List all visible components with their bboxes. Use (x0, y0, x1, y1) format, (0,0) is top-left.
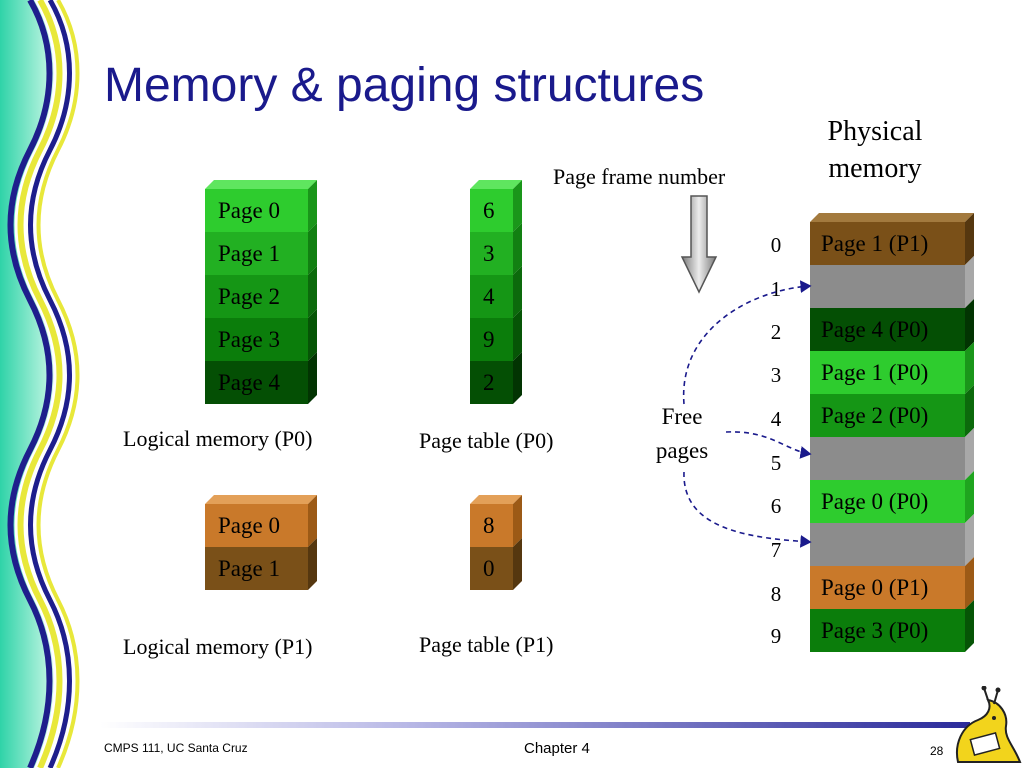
physical-memory-title: Physical memory (800, 113, 950, 187)
logical-page-block: Page 4 (205, 352, 317, 404)
banana-slug-logo-icon (956, 686, 1022, 763)
arrow-to-frame-5 (725, 431, 812, 459)
logical-page-block: Page 1 (205, 223, 317, 275)
physical-frame: Page 2 (P0) (810, 385, 974, 437)
page-table-entry: 2 (470, 352, 522, 404)
logical-page-label: Page 1 (205, 547, 308, 590)
decorative-wave-border (0, 0, 80, 768)
frame-index: 3 (770, 363, 782, 387)
page-table-entry: 9 (470, 309, 522, 361)
page-table-frame-number: 3 (470, 232, 513, 275)
frame-index: 0 (770, 233, 782, 257)
physical-frame-free (810, 428, 974, 480)
page-table-frame-number: 2 (470, 361, 513, 404)
logical-page-label: Page 0 (205, 504, 308, 547)
page-table-entry: 8 (470, 495, 522, 547)
frame-index: 2 (770, 320, 782, 344)
physical-frame-label: Page 4 (P0) (810, 308, 965, 351)
footer-course: CMPS 111, UC Santa Cruz (104, 741, 248, 755)
physical-frame-label: Page 3 (P0) (810, 609, 965, 652)
page-table-p0-label: Page table (P0) (419, 428, 554, 453)
logical-page-block: Page 1 (205, 538, 317, 590)
page-table-frame-number: 0 (470, 547, 513, 590)
footer-page-number: 28 (930, 744, 944, 758)
frame-index: 8 (770, 582, 782, 606)
physical-memory-title-line1: Physical (827, 116, 923, 147)
page-table-frame-number: 8 (470, 504, 513, 547)
physical-frame-label (810, 437, 965, 480)
frame-index: 7 (770, 538, 782, 562)
physical-frame: Page 0 (P0) (810, 471, 974, 523)
physical-frame: Page 3 (P0) (810, 600, 974, 652)
frame-index: 6 (770, 494, 782, 518)
physical-memory-stack: Page 1 (P1) Page 4 (P0) Page 1 (P0) Page… (810, 213, 974, 652)
physical-frame-label (810, 523, 965, 566)
frame-index: 1 (770, 277, 782, 301)
down-arrow-icon (680, 195, 718, 294)
physical-memory-title-line2: memory (828, 153, 922, 184)
page-table-entry: 6 (470, 180, 522, 232)
logical-page-block: Page 0 (205, 495, 317, 547)
physical-frame: Page 0 (P1) (810, 557, 974, 609)
page-frame-number-label: Page frame number (553, 164, 726, 189)
physical-frame-label (810, 265, 965, 308)
page-table-entry: 3 (470, 223, 522, 275)
page-table-entry: 4 (470, 266, 522, 318)
free-pages-label-line2: pages (655, 438, 709, 463)
frame-index: 4 (770, 407, 782, 431)
physical-frame-label: Page 1 (P1) (810, 222, 965, 265)
frame-index: 9 (770, 624, 782, 648)
physical-frame: Page 1 (P0) (810, 342, 974, 394)
physical-frame-label: Page 0 (P1) (810, 566, 965, 609)
logical-memory-p0-stack: Page 0 Page 1 Page 2 Page 3 Page 4 (205, 180, 317, 404)
logical-page-label: Page 1 (205, 232, 308, 275)
page-table-frame-number: 6 (470, 189, 513, 232)
free-pages-label: Free pages (640, 400, 724, 468)
physical-frame-label: Page 2 (P0) (810, 394, 965, 437)
physical-frame-free (810, 514, 974, 566)
page-table-entry: 0 (470, 538, 522, 590)
physical-frame: Page 1 (P1) (810, 213, 974, 265)
logical-page-label: Page 2 (205, 275, 308, 318)
logical-page-block: Page 0 (205, 180, 317, 232)
slide-title: Memory & paging structures (104, 59, 705, 112)
logical-memory-p0-label: Logical memory (P0) (123, 426, 313, 451)
arrow-to-frame-7 (683, 471, 812, 548)
physical-frame-label: Page 1 (P0) (810, 351, 965, 394)
logical-page-label: Page 4 (205, 361, 308, 404)
page-table-p1-label: Page table (P1) (419, 632, 554, 657)
page-table-frame-number: 4 (470, 275, 513, 318)
page-table-frame-number: 9 (470, 318, 513, 361)
page-table-p1-stack: 8 0 (470, 495, 522, 590)
physical-frame-free (810, 256, 974, 308)
logical-page-block: Page 3 (205, 309, 317, 361)
logical-page-block: Page 2 (205, 266, 317, 318)
physical-frame-label: Page 0 (P0) (810, 480, 965, 523)
footer-chapter: Chapter 4 (524, 740, 590, 757)
logical-memory-p1-label: Logical memory (P1) (123, 634, 313, 659)
arrow-to-frame-1 (683, 280, 812, 405)
free-pages-label-line1: Free (661, 404, 703, 429)
frame-index: 5 (770, 451, 782, 475)
page-table-p0-stack: 6 3 4 9 2 (470, 180, 522, 404)
physical-frame: Page 4 (P0) (810, 299, 974, 351)
footer-divider (100, 722, 970, 728)
logical-page-label: Page 0 (205, 189, 308, 232)
free-page-arrows (683, 280, 812, 548)
logical-memory-p1-stack: Page 0 Page 1 (205, 495, 317, 590)
logical-page-label: Page 3 (205, 318, 308, 361)
